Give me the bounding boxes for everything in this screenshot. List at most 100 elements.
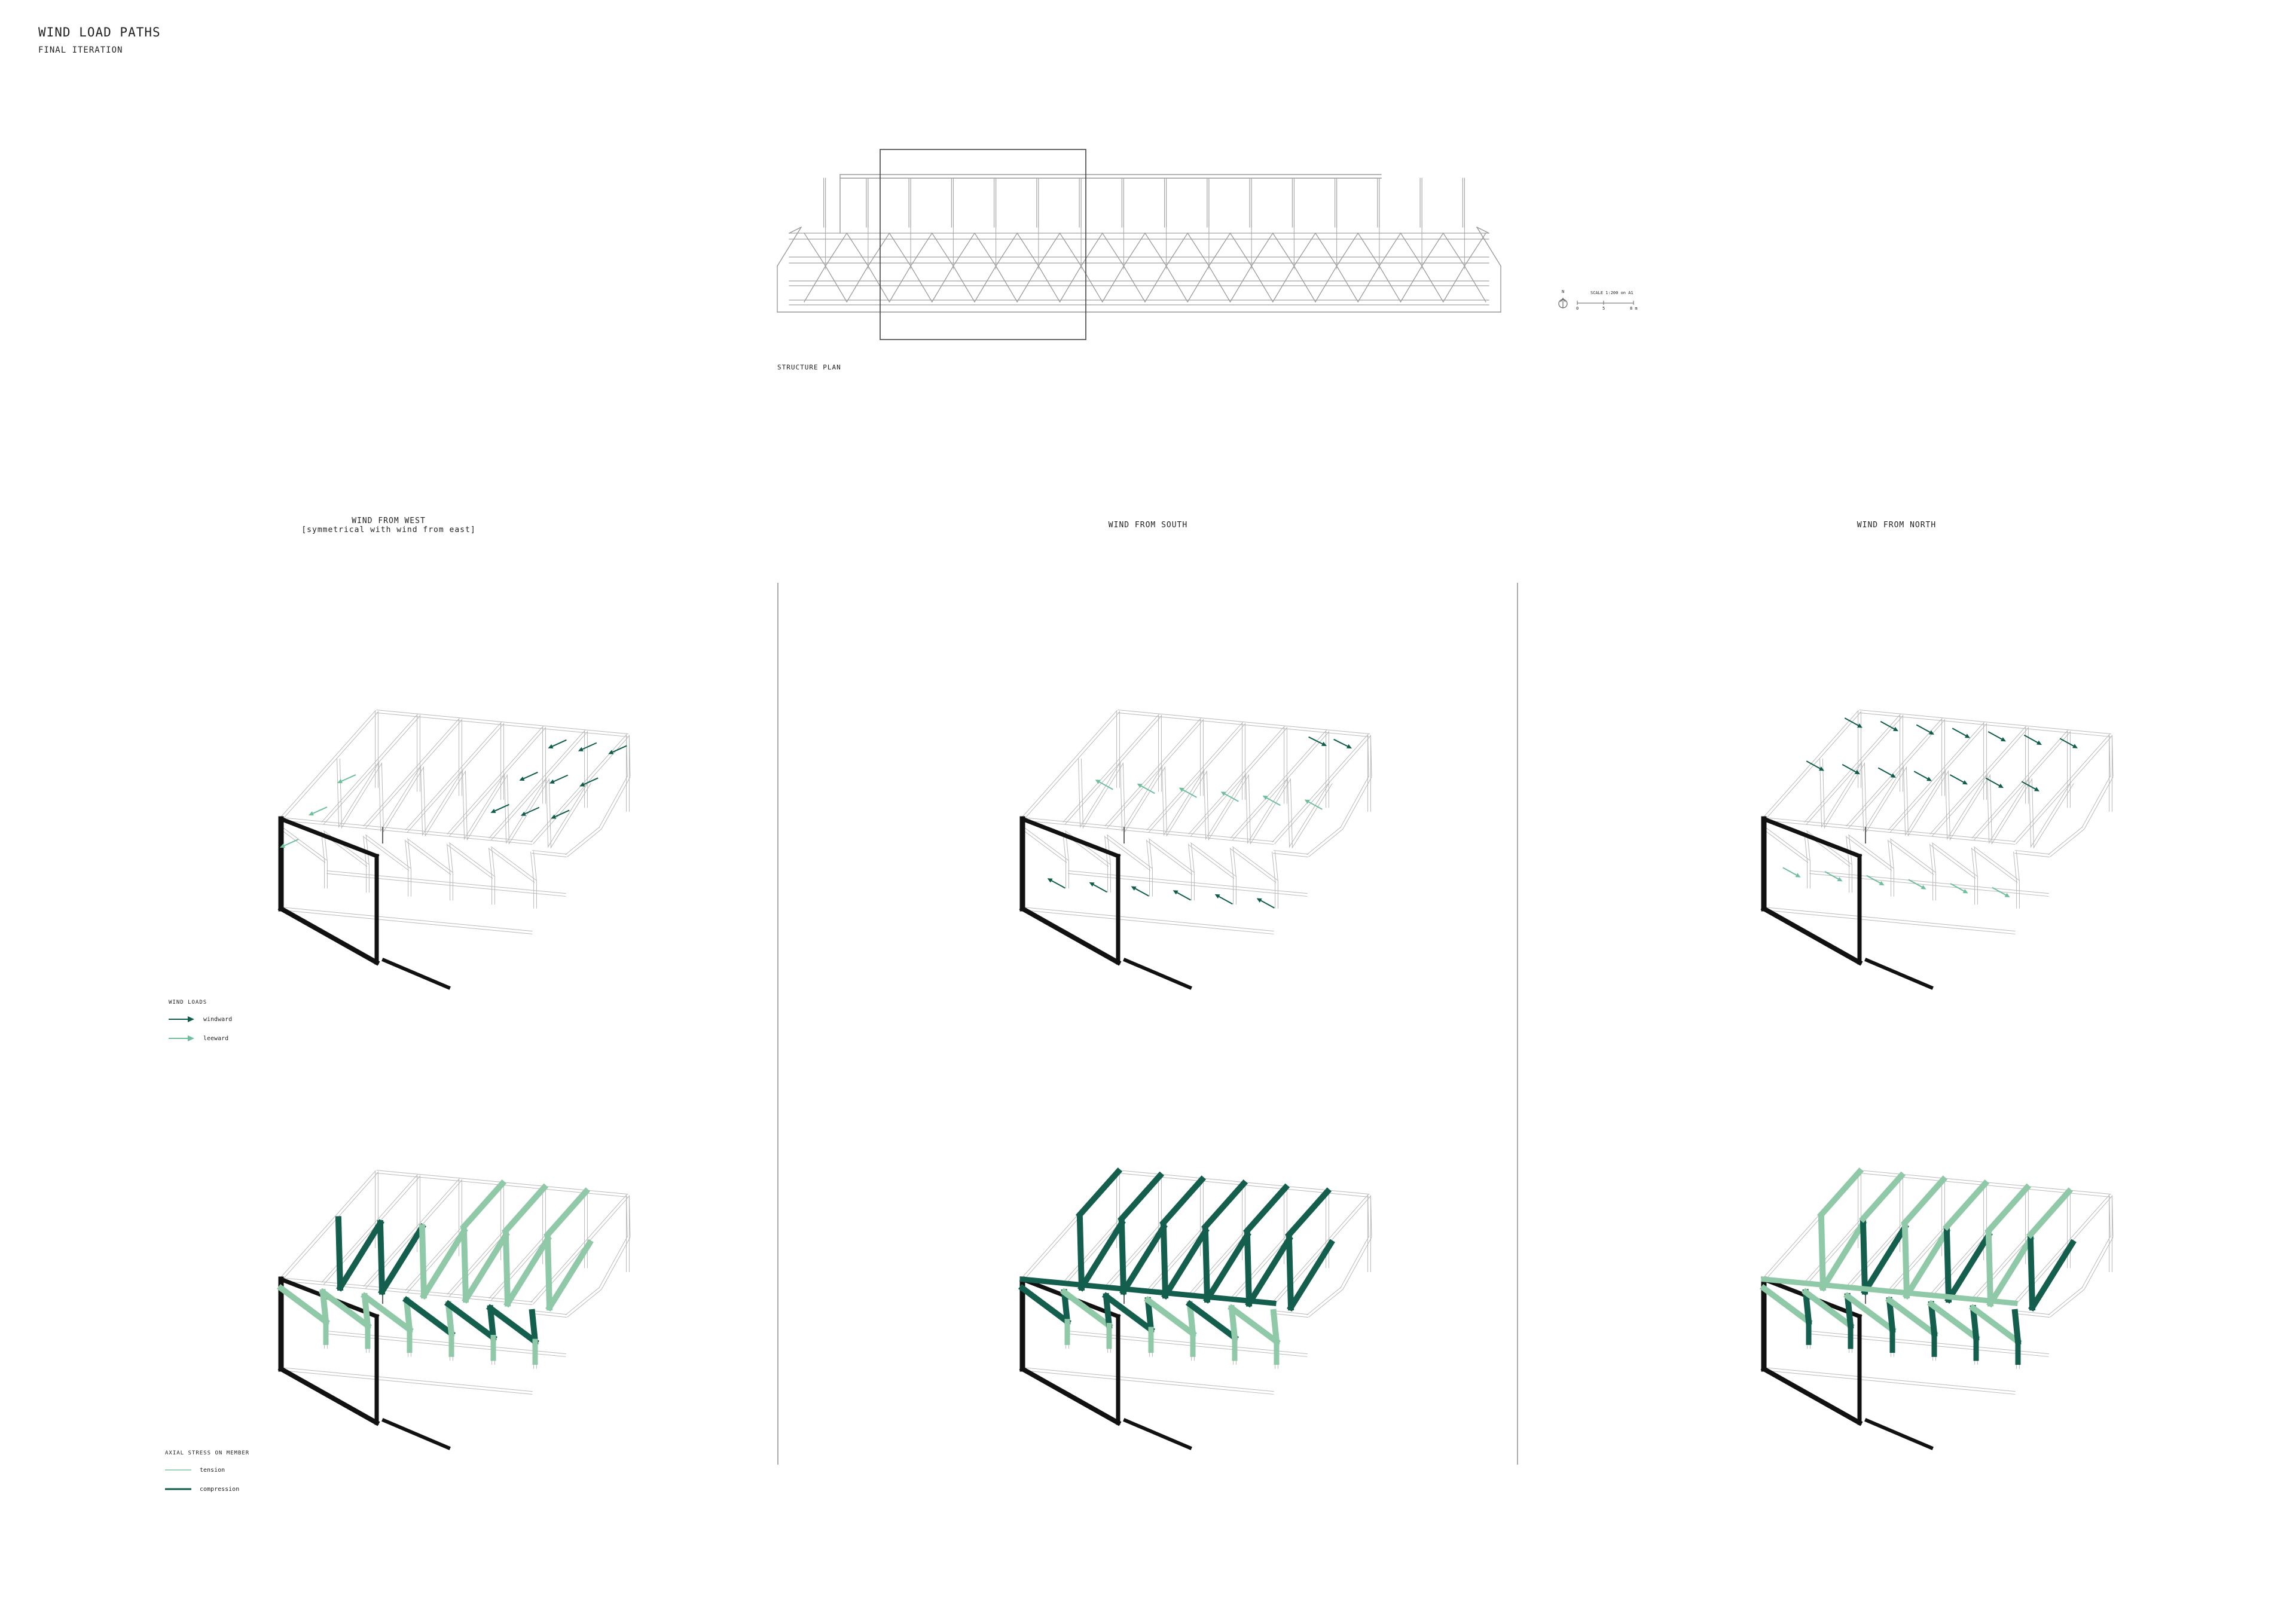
stressed-member [1943,1228,1952,1303]
end-polygon [1367,735,1369,777]
stressed-member [361,1292,414,1334]
roof-edge [1859,712,2111,737]
windward-arrow [1877,767,1896,778]
roof-edge [280,820,533,845]
plan-diagonal [1421,233,1444,267]
zigzag-member [1907,771,1949,837]
roof-cross-member [1149,723,1245,833]
stressed-member [1060,1288,1113,1330]
zigzag-member [546,778,549,848]
scale-label: SCALE 1:200 on A1 [1590,291,1634,295]
zigzag-member [378,762,381,832]
end-polygon [2050,1289,2085,1318]
roof-cross-member [1274,735,1371,845]
zigzag-member [1190,842,1236,877]
roof-edge [1118,710,1370,735]
end-polygon [565,826,600,855]
windward-arrow [579,777,599,787]
zigzag-member [1120,762,1123,832]
roof-cross-member [2013,733,2110,843]
windward-arrow [1913,771,1932,781]
plan-diagonal [995,233,1018,267]
plan-diagonal [952,233,975,267]
zigzag-member [381,762,384,832]
zigzag-member [1205,774,1247,839]
leeward-arrow [1095,780,1113,790]
stressed-member [1186,1300,1239,1342]
axo-west-axial-stress [277,1170,631,1450]
zigzag-member [449,843,453,874]
stressed-member [1203,1231,1251,1304]
leeward-arrow-icon [169,1035,194,1041]
end-polygon [565,1286,600,1316]
leeward-arrow [1866,875,1885,886]
zigzag-member [1947,770,1950,840]
plan-diagonal [931,233,954,267]
legend-tension-label: tension [200,1466,225,1474]
zigzag-member [279,829,326,863]
zigzag-member [1149,839,1153,870]
stressed-member [1286,1236,1294,1311]
zigzag-member [1848,834,1894,869]
roof-cross-member [363,718,460,827]
roof-cross-member [1190,728,1287,836]
legend-item-tension: tension [165,1463,249,1477]
plan-diagonal [804,265,826,302]
end-polygon [2014,850,2050,855]
stressed-member [1061,1289,1071,1325]
roof-cross-member [449,728,546,836]
stressed-member [1160,1224,1169,1299]
roof-cross-member [1888,722,1984,831]
windward-arrow [519,771,538,781]
zigzag-member [1078,759,1081,828]
end-polygon [1367,1195,1369,1237]
zigzag-member [1188,844,1235,879]
plan-end [1476,227,1501,267]
windward-arrow [520,806,540,816]
stressed-member [1928,1301,1938,1337]
zigzag-member [1974,847,1978,878]
column-title-south: WIND FROM SOUTH [1108,521,1188,530]
base-rail [1809,873,2049,897]
stressed-member [1018,1284,1071,1326]
zigzag-member [1080,758,1083,828]
zigzag-member [2031,778,2034,848]
stressed-member [1985,1232,1994,1307]
windward-arrow [1806,760,1824,771]
stressed-member [1858,1171,1906,1223]
plan-diagonal [974,265,997,302]
end-polygon [1273,1313,1308,1318]
end-polygon [532,1310,567,1315]
axial-stress-overlay [1018,1167,1335,1365]
end-polygon [1342,1237,1372,1290]
roof-cross-member [1890,723,1987,833]
stressed-member [277,1284,330,1326]
zigzag-member [491,847,495,878]
windward-arrow [1131,886,1149,897]
roof-cross-member [1971,730,2068,839]
zigzag-member [447,843,451,874]
leeward-arrow [1824,871,1843,882]
stressed-member [319,1289,329,1325]
windward-arrow [551,809,570,819]
plan-diagonal [1378,265,1402,302]
plan-diagonal [1400,233,1423,267]
base-rail [1809,870,2049,894]
plan-diagonal [1101,233,1125,267]
roof-cross-member [1932,728,2029,836]
stressed-member [1144,1297,1155,1333]
base-rail [1763,907,2016,932]
end-polygon [1370,1195,1372,1237]
zigzag-member [405,839,409,870]
end-polygon [2111,735,2114,777]
zigzag-member [281,826,328,861]
scale-tick-1: 5 [1602,306,1605,311]
scale-tick-2: 8 m [1630,306,1638,311]
plan-diagonal [1251,265,1274,302]
leeward-arrow [1782,867,1801,878]
stressed-member [1818,1216,1827,1291]
plan-diagonal [1293,233,1316,267]
roof-cross-member [1848,720,1945,829]
zigzag-member [1905,769,1946,835]
zigzag-member [1082,763,1123,829]
